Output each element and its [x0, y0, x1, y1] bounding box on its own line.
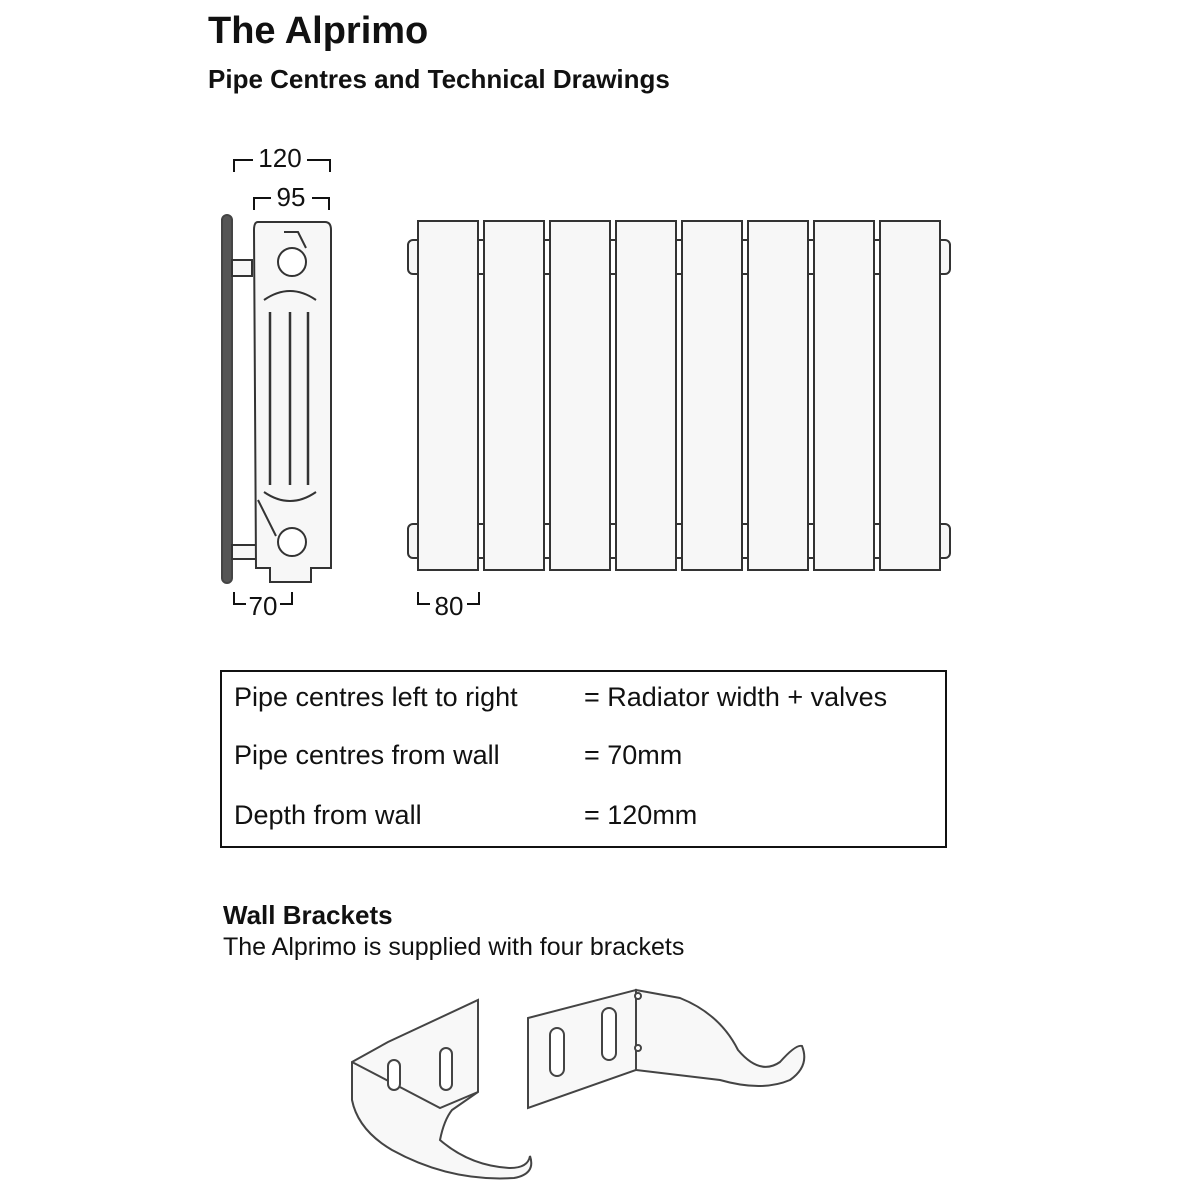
pipe-top-circle: [277, 247, 307, 277]
dim-section-width-label: 80: [435, 591, 464, 621]
bracket-right-hole-2: [634, 1044, 642, 1052]
dim-pipe-wall-right-tick: [280, 592, 293, 605]
radiator-section-7: [813, 220, 875, 571]
bracket-right-slot-2: [601, 1007, 617, 1061]
dim-depth-left-tick: [233, 159, 253, 172]
bracket-left-slot-1: [387, 1059, 401, 1091]
page-subtitle: Pipe Centres and Technical Drawings: [208, 64, 670, 94]
dim-depth-label: 120: [258, 143, 301, 173]
side-bracket-top: [231, 259, 253, 277]
dim-pipe-wall-left-tick: [233, 592, 246, 605]
bracket-right-plate: [527, 988, 637, 1110]
dim-depth: [233, 159, 331, 172]
spec-value: = 120mm: [584, 800, 698, 830]
dim-section-width: [417, 592, 480, 605]
dim-pipe-wall-label: 70: [249, 591, 278, 621]
radiator-section-4: [615, 220, 677, 571]
dim-depth-right-tick: [307, 159, 331, 172]
pipe-bottom-circle: [277, 527, 307, 557]
bracket-right-slot-1: [549, 1027, 565, 1077]
radiator-section-3: [549, 220, 611, 571]
bracket-left-slot-2: [439, 1047, 453, 1091]
page-title: The Alprimo: [208, 10, 429, 52]
dim-section-left-tick: [417, 592, 430, 605]
radiator-section-2: [483, 220, 545, 571]
dim-body-left-tick: [253, 197, 271, 210]
brackets-heading: Wall Brackets: [223, 900, 393, 930]
spec-value: = Radiator width + valves: [584, 682, 888, 712]
radiator-section-6: [747, 220, 809, 571]
dim-pipe-wall: [233, 592, 293, 605]
dim-section-right-tick: [467, 592, 480, 605]
dim-body-right-tick: [312, 197, 330, 210]
dim-body-depth: [253, 197, 330, 210]
front-view: [407, 220, 951, 571]
side-fins: [268, 312, 310, 485]
radiator-section-1: [417, 220, 479, 571]
bracket-right: [527, 988, 806, 1110]
bracket-left: [351, 998, 533, 1180]
bracket-right-arm: [635, 988, 806, 1087]
spec-label: Depth from wall: [234, 800, 422, 830]
side-fin-joins: [263, 290, 317, 502]
side-view: [221, 214, 332, 584]
bracket-left-fold: [351, 1061, 479, 1110]
side-pipe-top-neck: [284, 231, 307, 249]
spec-label: Pipe centres from wall: [234, 740, 500, 770]
spec-table: Pipe centres left to right = Radiator wi…: [220, 670, 947, 848]
side-pipe-bottom-neck: [257, 499, 277, 537]
radiator-section-5: [681, 220, 743, 571]
brackets-description: The Alprimo is supplied with four bracke…: [223, 933, 685, 961]
side-body: [252, 221, 332, 583]
wall-line: [221, 214, 233, 584]
bracket-right-hole-1: [634, 992, 642, 1000]
radiator-section-8: [879, 220, 941, 571]
section-joints: [478, 239, 880, 559]
spec-value: = 70mm: [584, 740, 683, 770]
spec-label: Pipe centres left to right: [234, 682, 518, 712]
dim-body-depth-label: 95: [277, 182, 306, 212]
